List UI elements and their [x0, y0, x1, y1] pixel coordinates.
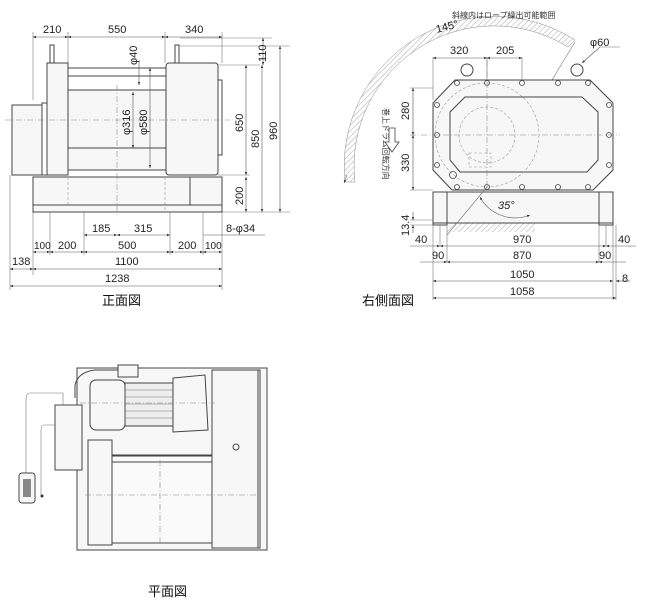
dim-960: 960: [268, 122, 280, 140]
front-view-title: 正面図: [102, 294, 141, 309]
dim-315: 315: [134, 223, 152, 235]
front-extension-lines: [9, 32, 290, 290]
dim-40-right: 40: [618, 234, 630, 246]
dim-870: 870: [513, 250, 531, 262]
dim-205: 205: [496, 45, 514, 57]
side-base-frame: [432, 191, 614, 224]
dim-500: 500: [118, 240, 136, 252]
side-dim-lines: [410, 56, 636, 300]
dim-340: 340: [185, 24, 203, 36]
dim-1058: 1058: [510, 286, 534, 298]
dim-1238: 1238: [105, 273, 129, 285]
dim-185: 185: [92, 223, 110, 235]
front-left-frame: [46, 62, 69, 176]
front-base-frame: [32, 176, 223, 213]
rotation-arrow-icon: [384, 127, 400, 153]
dim-200-height: 200: [234, 187, 246, 205]
dim-200-left: 200: [58, 240, 76, 252]
side-view-title: 右側面図: [362, 294, 414, 309]
plan-motor: [89, 379, 126, 431]
dim-970: 970: [513, 234, 531, 246]
dim-dia-316: φ316: [121, 110, 133, 136]
dim-1050: 1050: [510, 269, 534, 281]
dim-138: 138: [12, 256, 30, 268]
dim-90-left: 90: [432, 250, 444, 262]
side-eye-bolt-left: [460, 63, 474, 77]
dim-90-right: 90: [599, 250, 611, 262]
front-view: 210 550 340 110 650 850 960 200 φ40 φ316…: [5, 24, 290, 309]
dim-210: 210: [43, 24, 61, 36]
dim-dia-40: φ40: [128, 46, 140, 65]
dim-40-left: 40: [415, 234, 427, 246]
dim-dia-60: φ60: [590, 37, 609, 49]
dim-dia-580: φ580: [138, 110, 150, 136]
side-bolts: [434, 80, 612, 190]
plan-gear-case: [211, 369, 261, 549]
angle-145: 145°: [435, 18, 460, 35]
rope-range-hatch-arc: [344, 16, 576, 183]
dim-850: 850: [250, 130, 262, 148]
dim-100-left: 100: [34, 241, 51, 252]
dim-100-right: 100: [205, 241, 222, 252]
front-motor: [11, 104, 43, 176]
side-extension-lines: [410, 57, 617, 300]
dim-550: 550: [108, 24, 126, 36]
dim-8: 8: [622, 273, 628, 285]
side-view: 斜線内はロープ繰出可能範囲 145° 巻上ドラム回転方向 φ60 35°: [343, 10, 636, 309]
dim-8-dia-34: 8-φ34: [226, 223, 255, 235]
rope-range-note: 斜線内はロープ繰出可能範囲: [452, 10, 556, 20]
rope-range-hatch-bottom: [445, 222, 535, 232]
dim-1100: 1100: [115, 256, 139, 268]
front-right-dim-lines: [244, 38, 282, 212]
dim-200-right: 200: [178, 240, 196, 252]
dim-13-4: 13.4: [400, 215, 412, 236]
dim-330: 330: [400, 154, 412, 172]
plan-drum-flange: [87, 439, 113, 546]
front-eye-bolts: [49, 44, 180, 64]
plan-view: 平面図: [18, 364, 268, 600]
dim-320: 320: [450, 45, 468, 57]
front-bottom-dim-lines: [10, 233, 265, 288]
plan-control-box: [54, 404, 83, 471]
side-eye-bolt-right: [570, 63, 584, 77]
angle-35: 35°: [498, 200, 515, 212]
dim-110: 110: [257, 44, 269, 62]
dim-280: 280: [400, 102, 412, 120]
plan-view-title: 平面図: [148, 585, 187, 600]
dim-650: 650: [234, 114, 246, 132]
front-gear-case: [165, 62, 219, 176]
plan-drum: [111, 454, 213, 544]
